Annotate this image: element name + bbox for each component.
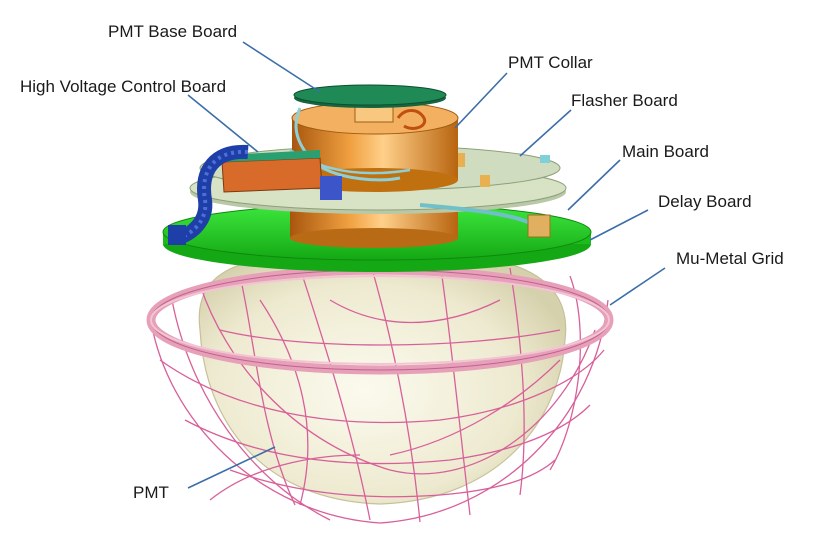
leader-flasher-board xyxy=(519,109,572,157)
label-high-voltage-control-board: High Voltage Control Board xyxy=(20,77,227,96)
pmt-base-board xyxy=(293,84,447,108)
leader-mu-metal-grid xyxy=(609,267,666,306)
leader-high-voltage-control-board xyxy=(187,94,259,153)
leader-pmt xyxy=(187,446,276,489)
leader-delay-board xyxy=(589,209,649,241)
label-pmt-base-board: PMT Base Board xyxy=(108,22,238,41)
leader-pmt-collar xyxy=(454,72,508,129)
label-delay-board: Delay Board xyxy=(658,192,752,211)
label-pmt: PMT xyxy=(133,483,169,502)
leader-lines xyxy=(187,41,666,489)
leader-pmt-base-board xyxy=(242,41,321,93)
pmt-bulb xyxy=(198,251,567,505)
label-pmt-collar: PMT Collar xyxy=(508,53,593,72)
label-main-board: Main Board xyxy=(622,142,709,161)
high-voltage-control-board xyxy=(168,144,342,245)
label-flasher-board: Flasher Board xyxy=(571,91,678,110)
label-mu-metal-grid: Mu-Metal Grid xyxy=(676,249,784,268)
leader-main-board xyxy=(567,159,621,211)
mu-metal-grid xyxy=(149,261,609,524)
